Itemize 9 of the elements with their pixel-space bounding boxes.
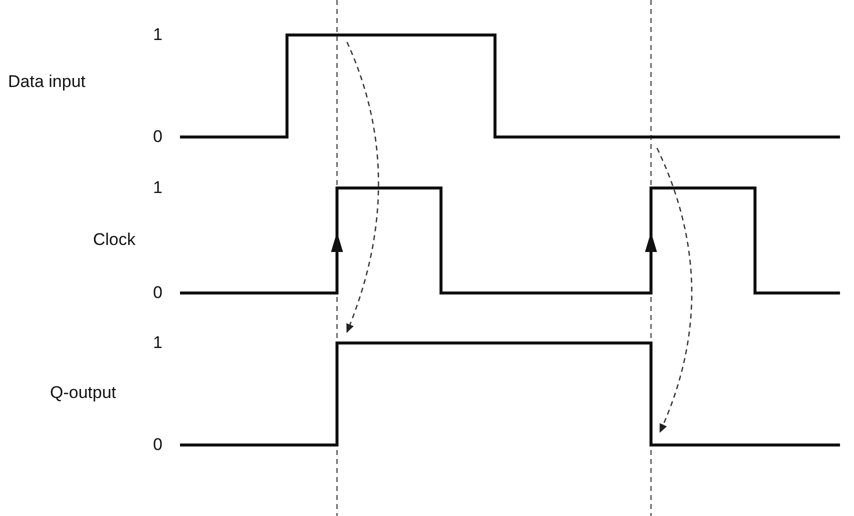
level-label: 0 bbox=[153, 127, 162, 147]
signal-name: Data input bbox=[8, 72, 86, 92]
level-label: 1 bbox=[153, 333, 162, 353]
level-label: 1 bbox=[153, 25, 162, 45]
signal-name: Clock bbox=[93, 230, 136, 250]
level-label: 1 bbox=[153, 178, 162, 198]
level-label: 0 bbox=[153, 283, 162, 303]
signal-name: Q-output bbox=[50, 383, 116, 403]
level-label: 0 bbox=[153, 435, 162, 455]
